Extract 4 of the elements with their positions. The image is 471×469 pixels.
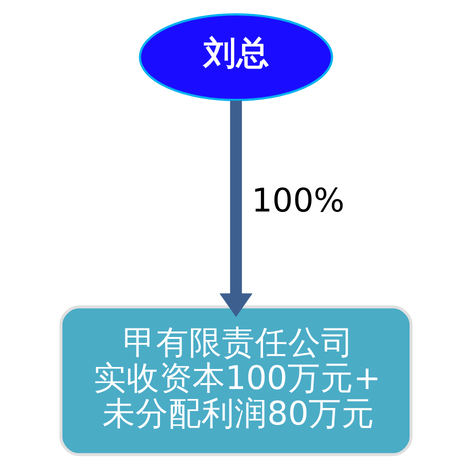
- edge-label: 100%: [251, 182, 344, 220]
- node-ellipse: 刘总: [138, 13, 333, 102]
- node-box: 甲有限责任公司 实收资本100万元+未分配利润80万元: [58, 305, 412, 456]
- arrow: [218, 100, 252, 318]
